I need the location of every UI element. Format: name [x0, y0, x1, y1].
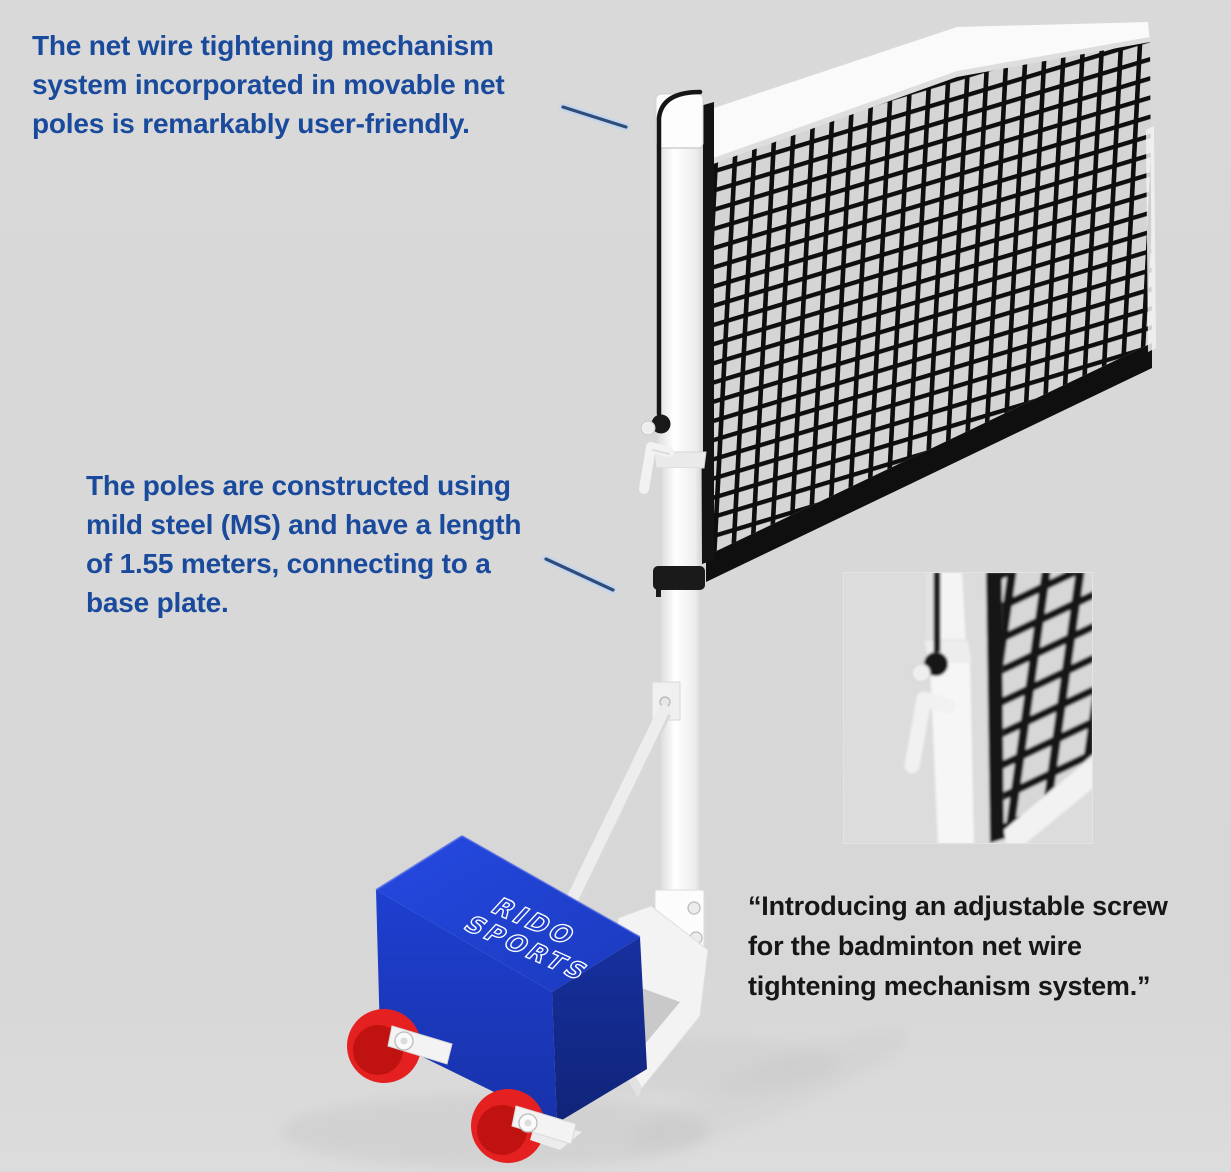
- tension-wire: [656, 89, 703, 417]
- weight-box-right: [552, 937, 647, 1123]
- inset-border: [843, 572, 1093, 844]
- caster-wheel-front: [471, 1089, 582, 1163]
- inset-net-edge: [986, 572, 1006, 843]
- support-brace-shade: [576, 714, 671, 906]
- annotation-line: of 1.55 meters, connecting to a: [86, 548, 491, 579]
- wire-knob-cap: [640, 420, 656, 436]
- tightening-mechanism: [639, 89, 703, 494]
- base-plate-notch: [636, 986, 680, 1044]
- annotation-mechanism-note: The net wire tightening mechanism system…: [32, 26, 505, 143]
- net-pole: [565, 93, 707, 1000]
- crank-handle: [639, 442, 674, 494]
- net-right-edge-tape: [1146, 126, 1156, 352]
- pole-upper-tube: [658, 96, 703, 464]
- pole-mid-tube: [662, 468, 701, 572]
- annotation-line: tightening mechanism system.”: [748, 971, 1151, 1001]
- annotation-line: “Introducing an adjustable screw: [748, 891, 1168, 921]
- pole-lower-tube: [661, 590, 701, 895]
- sleeve-bolt-top: [687, 901, 701, 915]
- box-edge-highlight-2: [461, 835, 641, 938]
- annotation-line: system incorporated in movable net: [32, 69, 505, 100]
- annotation-line: mild steel (MS) and have a length: [86, 509, 522, 540]
- wheel-bolt-front-center: [524, 1119, 532, 1127]
- support-brace: [565, 705, 671, 909]
- net: [700, 22, 1156, 582]
- caster-wheel-left: [347, 1009, 453, 1083]
- annotation-quote: “Introducing an adjustable screw for the…: [748, 886, 1168, 1006]
- inset-net-bottom-band: [1004, 756, 1093, 844]
- weight-box-top: [376, 836, 640, 992]
- inset-knob-cap: [911, 663, 931, 683]
- weight-box: RIDO SPORTS: [375, 835, 647, 1123]
- net-mesh: [702, 42, 1152, 556]
- pole-cap: [655, 93, 704, 149]
- net-top-band-shade: [702, 37, 1150, 168]
- annotation-line: The net wire tightening mechanism: [32, 30, 494, 61]
- callout-line-pole: [542, 555, 617, 594]
- wheel-bolt-left-center: [400, 1037, 408, 1045]
- annotation-line: base plate.: [86, 587, 229, 618]
- annotation-line: for the badminton net wire: [748, 931, 1082, 961]
- inset-pole-upper-shade: [926, 572, 934, 646]
- inset-detail-image: [843, 572, 1093, 844]
- weight-box-left: [376, 890, 557, 1123]
- annotation-line: poles is remarkably user-friendly.: [32, 108, 470, 139]
- callout-line-mechanism: [559, 103, 630, 131]
- height-adjust-collar: [653, 566, 705, 590]
- inset-net-mesh: [1002, 572, 1093, 830]
- net-left-edge: [700, 102, 714, 564]
- crank-handle-shade: [652, 449, 670, 455]
- annotation-line: The poles are constructed using: [86, 470, 511, 501]
- inset-crank-handle: [904, 691, 956, 774]
- wire-knob: [651, 414, 671, 434]
- net-bottom-band: [706, 343, 1152, 582]
- box-edge-highlight-1: [375, 835, 463, 891]
- annotation-pole-note: The poles are constructed using mild ste…: [86, 466, 521, 622]
